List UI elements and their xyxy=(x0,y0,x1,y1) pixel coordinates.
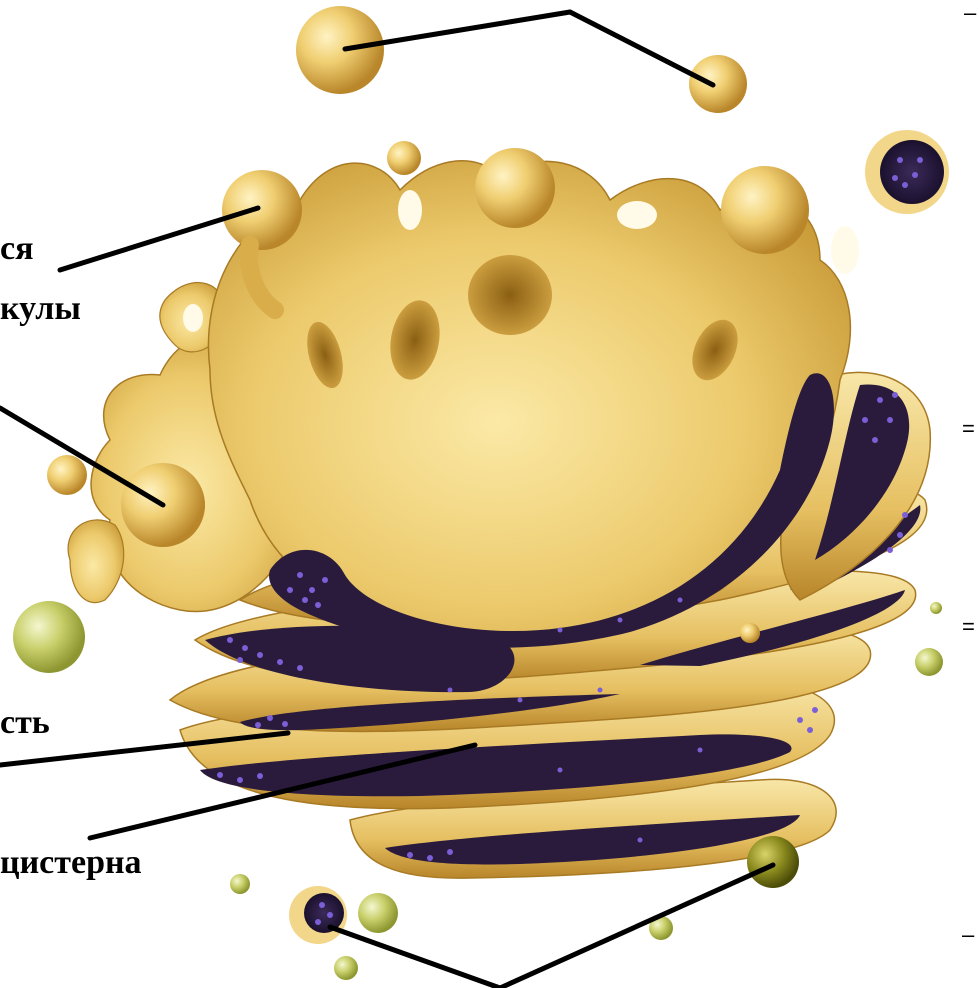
secretory-vesicle-core xyxy=(880,140,944,204)
label-cisterna: цистерна xyxy=(0,846,142,880)
fenestration xyxy=(831,226,859,274)
olive-vesicle xyxy=(747,836,799,888)
fenestration xyxy=(398,190,422,230)
free-vesicle xyxy=(296,6,384,94)
edge-mark: = xyxy=(962,616,975,638)
edge-mark: = xyxy=(962,418,975,440)
fenestration xyxy=(617,201,657,229)
secretory-vesicle-core xyxy=(304,893,344,933)
label-budding-vesicles-line1: ся xyxy=(0,232,34,266)
green-vesicle xyxy=(13,601,85,673)
green-vesicle xyxy=(930,602,942,614)
fenestration xyxy=(468,255,552,335)
green-vesicle xyxy=(334,956,358,980)
green-vesicle xyxy=(915,648,943,676)
free-vesicle xyxy=(689,55,747,113)
budding-vesicle xyxy=(47,455,87,495)
budding-vesicle xyxy=(475,148,555,228)
green-vesicle xyxy=(358,893,398,933)
small-vesicle xyxy=(740,623,760,643)
budding-vesicle xyxy=(721,166,809,254)
leader-line-secretory-a xyxy=(330,927,500,988)
leader-line-budding-vesicles xyxy=(60,208,258,270)
label-budding-vesicles-line2: кулы xyxy=(0,292,81,326)
edge-mark: – xyxy=(962,924,974,946)
green-vesicle xyxy=(230,874,250,894)
label-cavity: сть xyxy=(0,706,50,740)
leader-line-secretory-b xyxy=(500,865,773,988)
budding-vesicle xyxy=(387,141,421,175)
budding-vesicle xyxy=(222,170,302,250)
edge-mark: – xyxy=(964,2,976,24)
leader-line-free-vesicles-b xyxy=(570,12,713,85)
